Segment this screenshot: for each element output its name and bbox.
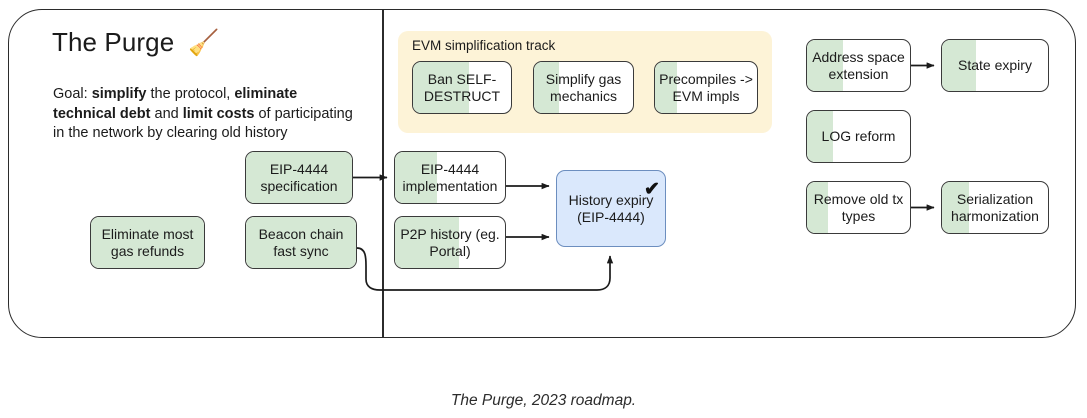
node-ban-self-destruct[interactable]: Ban SELF-DESTRUCT	[412, 61, 512, 114]
node-eip-4444-specification[interactable]: EIP-4444 specification	[245, 151, 353, 204]
node-label: Ban SELF-DESTRUCT	[423, 70, 501, 104]
goal-prefix: Goal:	[53, 86, 92, 102]
progress-fill	[413, 62, 469, 113]
node-label: State expiry	[958, 57, 1032, 73]
node-label: Precompiles -> EVM impls	[659, 70, 753, 104]
node-label: Remove old tx types	[813, 190, 904, 224]
node-p2p-history-portal[interactable]: P2P history (eg. Portal)	[394, 216, 506, 269]
title-text: The Purge	[52, 27, 175, 57]
node-label: Beacon chain fast sync	[258, 225, 344, 259]
goal-text-3: of participating in the network by clear…	[53, 105, 353, 142]
figure-caption: The Purge, 2023 roadmap.	[450, 392, 637, 409]
progress-fill	[246, 217, 356, 268]
node-label: EIP-4444 specification	[260, 160, 338, 194]
node-label: EIP-4444 implementation	[402, 160, 498, 194]
node-label: P2P history (eg. Portal)	[400, 225, 500, 259]
node-eip-4444-implementation[interactable]: EIP-4444 implementation	[394, 151, 506, 204]
node-remove-old-tx-types[interactable]: Remove old tx types	[806, 181, 911, 234]
goal-bold-simplify: simplify	[91, 86, 147, 102]
progress-fill	[534, 62, 559, 113]
node-simplify-gas-mechanics[interactable]: Simplify gas mechanics	[533, 61, 634, 114]
node-label: Simplify gas mechanics	[545, 70, 622, 104]
node-history-expiry[interactable]: History expiry (EIP-4444)	[556, 170, 666, 247]
check-icon: ✔	[644, 179, 660, 200]
node-eliminate-most-gas-refunds[interactable]: Eliminate most gas refunds	[90, 216, 205, 269]
node-state-expiry[interactable]: State expiry	[941, 39, 1049, 92]
section-divider	[382, 10, 384, 338]
node-label: Eliminate most gas refunds	[101, 225, 194, 259]
progress-fill	[91, 217, 204, 268]
node-label: LOG reform	[821, 128, 896, 144]
progress-fill	[395, 152, 437, 203]
node-serialization-harmonization[interactable]: Serialization harmonization	[941, 181, 1049, 234]
node-precompiles-to-evm-impls[interactable]: Precompiles -> EVM impls	[654, 61, 758, 114]
node-beacon-chain-fast-sync[interactable]: Beacon chain fast sync	[245, 216, 357, 269]
goal-text-1: the protocol,	[146, 86, 235, 102]
progress-fill	[942, 182, 969, 233]
progress-fill	[807, 182, 828, 233]
progress-fill	[246, 152, 352, 203]
progress-fill	[942, 40, 976, 91]
goal-bold-limit-costs: limit costs	[182, 105, 255, 122]
node-label: Address space extension	[812, 48, 905, 82]
goal-text-2: and	[150, 105, 183, 122]
progress-fill	[807, 40, 844, 91]
node-label: History expiry (EIP-4444)	[568, 191, 654, 225]
node-log-reform[interactable]: LOG reform	[806, 110, 911, 163]
node-address-space-extension[interactable]: Address space extension	[806, 39, 911, 92]
page-title: The Purge 🧹	[52, 27, 219, 58]
node-label: Serialization harmonization	[951, 190, 1039, 224]
evm-panel-title: EVM simplification track	[412, 38, 556, 53]
progress-fill	[655, 62, 678, 113]
broom-emoji: 🧹	[188, 29, 220, 57]
goal-statement: Goal: simplify the protocol, eliminate t…	[53, 85, 353, 144]
goal-bold-technical-debt: eliminate technical debt	[53, 86, 298, 122]
progress-fill	[807, 111, 833, 162]
